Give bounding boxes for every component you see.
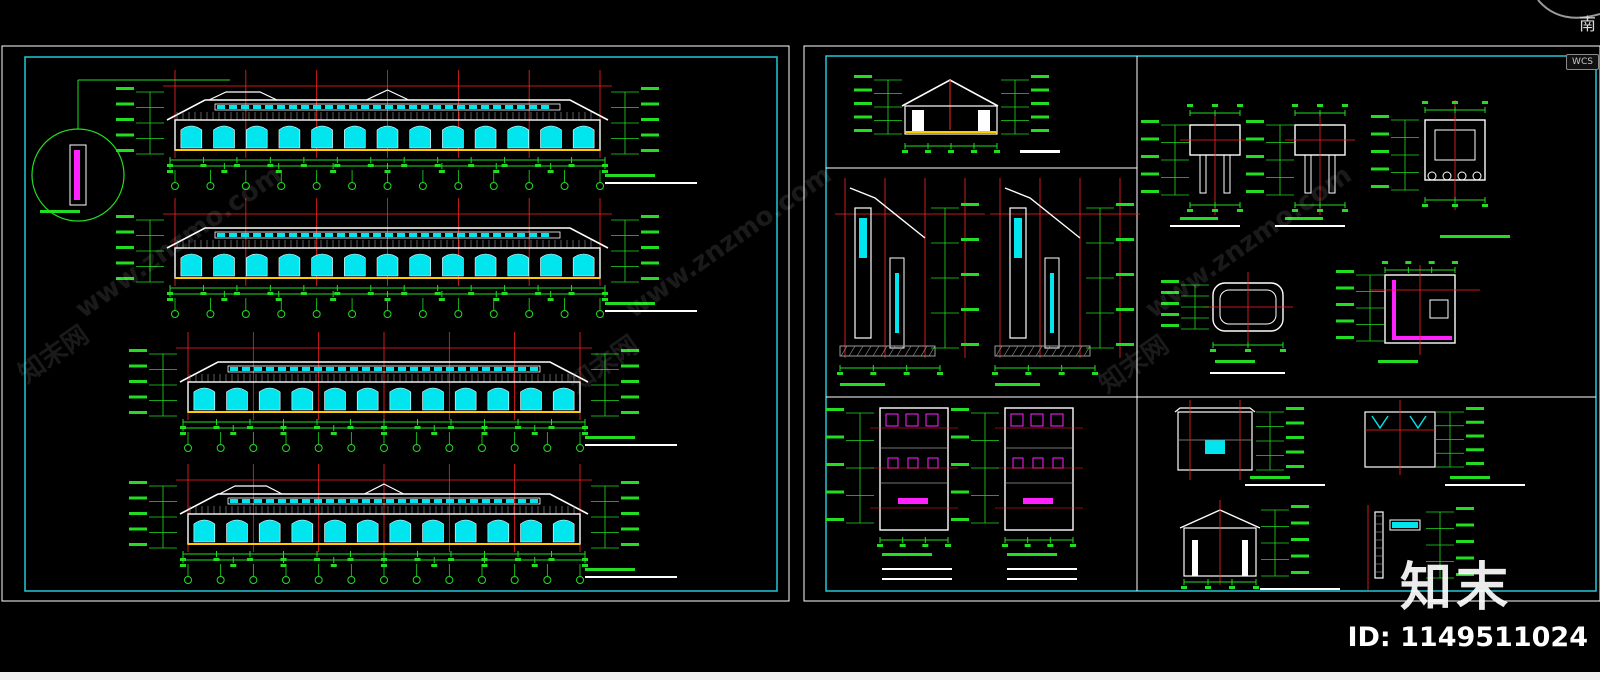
- status-strip: [0, 672, 1600, 680]
- elevation-1[interactable]: [116, 70, 697, 190]
- detail-3[interactable]: [1371, 100, 1510, 238]
- detail-6[interactable]: [1174, 400, 1325, 486]
- sheet-details-dividers[interactable]: [826, 56, 1596, 591]
- detail-2[interactable]: [1246, 104, 1355, 227]
- detail-9[interactable]: [1367, 505, 1474, 590]
- wall-section-1[interactable]: [835, 178, 985, 386]
- gate-section[interactable]: [854, 75, 1060, 153]
- sheet-elevations[interactable]: [1, 45, 790, 602]
- detail-4[interactable]: [1161, 272, 1293, 374]
- compass-ring-icon: [1537, 0, 1600, 19]
- plan-2[interactable]: [951, 407, 1083, 580]
- elevation-3[interactable]: [129, 332, 677, 452]
- detail-5[interactable]: [1336, 261, 1480, 363]
- elevation-2[interactable]: [116, 198, 697, 318]
- brand-logo: 知末: [1400, 558, 1513, 618]
- asset-id-label: ID: 1149511024: [1347, 622, 1588, 653]
- detail-8[interactable]: [1179, 500, 1340, 590]
- elevation-4[interactable]: [129, 464, 677, 584]
- ucs-wcs-badge[interactable]: WCS: [1566, 54, 1599, 70]
- sheet-details[interactable]: [803, 45, 1600, 602]
- detail-1[interactable]: [1141, 104, 1250, 227]
- view-cube-compass[interactable]: 南: [1530, 0, 1600, 46]
- detail-7[interactable]: [1364, 400, 1525, 486]
- detail-circle[interactable]: [31, 79, 230, 222]
- plan-1[interactable]: [826, 407, 958, 580]
- compass-direction-label: 南: [1579, 15, 1596, 35]
- wall-section-2[interactable]: [990, 178, 1140, 386]
